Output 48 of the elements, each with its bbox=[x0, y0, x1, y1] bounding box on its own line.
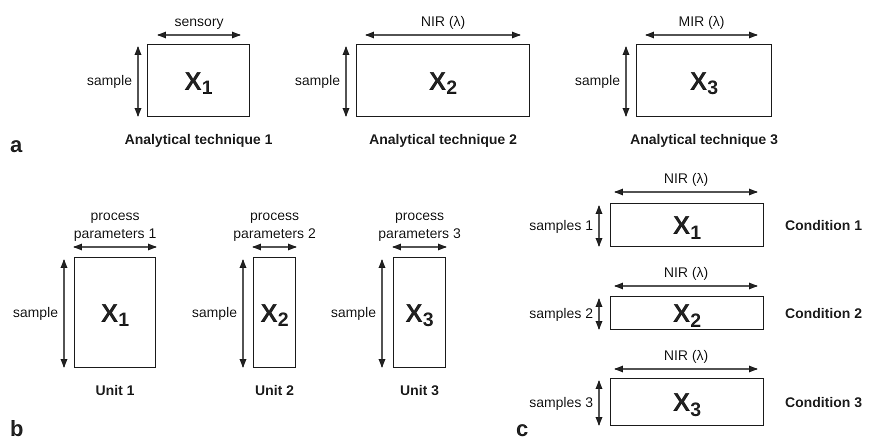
matrix-label: X$_{1}$ bbox=[184, 68, 213, 94]
block-label: Analytical technique 2 bbox=[369, 130, 517, 149]
matrix-box bbox=[147, 44, 250, 117]
matrix-label: X$_{3}$ bbox=[672, 389, 702, 415]
matrix-label: X$_{1}$ bbox=[100, 300, 130, 326]
matrix-box bbox=[74, 257, 156, 368]
dimension-label: process parameters 3 bbox=[377, 206, 462, 242]
matrix-label: X$_{2}$ bbox=[672, 300, 702, 326]
dimension-label: samples 2 bbox=[529, 304, 593, 323]
block-label: Unit 1 bbox=[96, 381, 134, 400]
dimension-label: process parameters 1 bbox=[72, 206, 158, 242]
dimension-label: sample bbox=[294, 71, 340, 90]
panel-letter: b bbox=[10, 418, 24, 440]
matrix-box bbox=[636, 44, 772, 117]
block-label: Unit 3 bbox=[400, 381, 439, 400]
panel-letter: a bbox=[10, 134, 22, 156]
dimension-label: sample bbox=[86, 71, 132, 90]
dimension-label: sample bbox=[330, 303, 376, 322]
dimension-label: NIR (λ) bbox=[664, 346, 708, 364]
block-label: Analytical technique 3 bbox=[630, 130, 778, 149]
matrix-box bbox=[610, 203, 764, 247]
dimension-label: sample bbox=[574, 71, 620, 90]
dimension-label: sensory bbox=[174, 12, 224, 30]
dimension-label: sample bbox=[12, 303, 58, 322]
matrix-box bbox=[253, 257, 296, 368]
matrix-box bbox=[356, 44, 530, 117]
dimension-label: process parameters 2 bbox=[232, 206, 317, 242]
matrix-label: X$_{1}$ bbox=[672, 212, 702, 238]
block-label: Condition 2 bbox=[785, 304, 862, 322]
matrix-label: X$_{2}$ bbox=[428, 68, 458, 94]
matrix-box bbox=[393, 257, 446, 368]
matrix-box bbox=[610, 296, 764, 330]
dimension-label: samples 3 bbox=[529, 392, 593, 412]
block-label: Analytical technique 1 bbox=[124, 130, 272, 149]
panel-letter: c bbox=[516, 418, 528, 440]
dimension-label: sample bbox=[192, 303, 237, 322]
block-label: Condition 1 bbox=[785, 216, 862, 234]
block-label: Condition 3 bbox=[785, 392, 862, 412]
matrix-label: X$_{3}$ bbox=[690, 68, 718, 94]
dimension-label: NIR (λ) bbox=[664, 263, 708, 281]
dimension-label: NIR (λ) bbox=[664, 169, 708, 187]
dimension-label: samples 1 bbox=[529, 216, 593, 235]
dimension-label: MIR (λ) bbox=[678, 12, 724, 30]
matrix-box bbox=[610, 378, 764, 426]
matrix-label: X$_{2}$ bbox=[260, 300, 289, 326]
dimension-label: NIR (λ) bbox=[420, 12, 466, 30]
matrix-label: X$_{3}$ bbox=[405, 300, 434, 326]
block-label: Unit 2 bbox=[255, 381, 294, 400]
